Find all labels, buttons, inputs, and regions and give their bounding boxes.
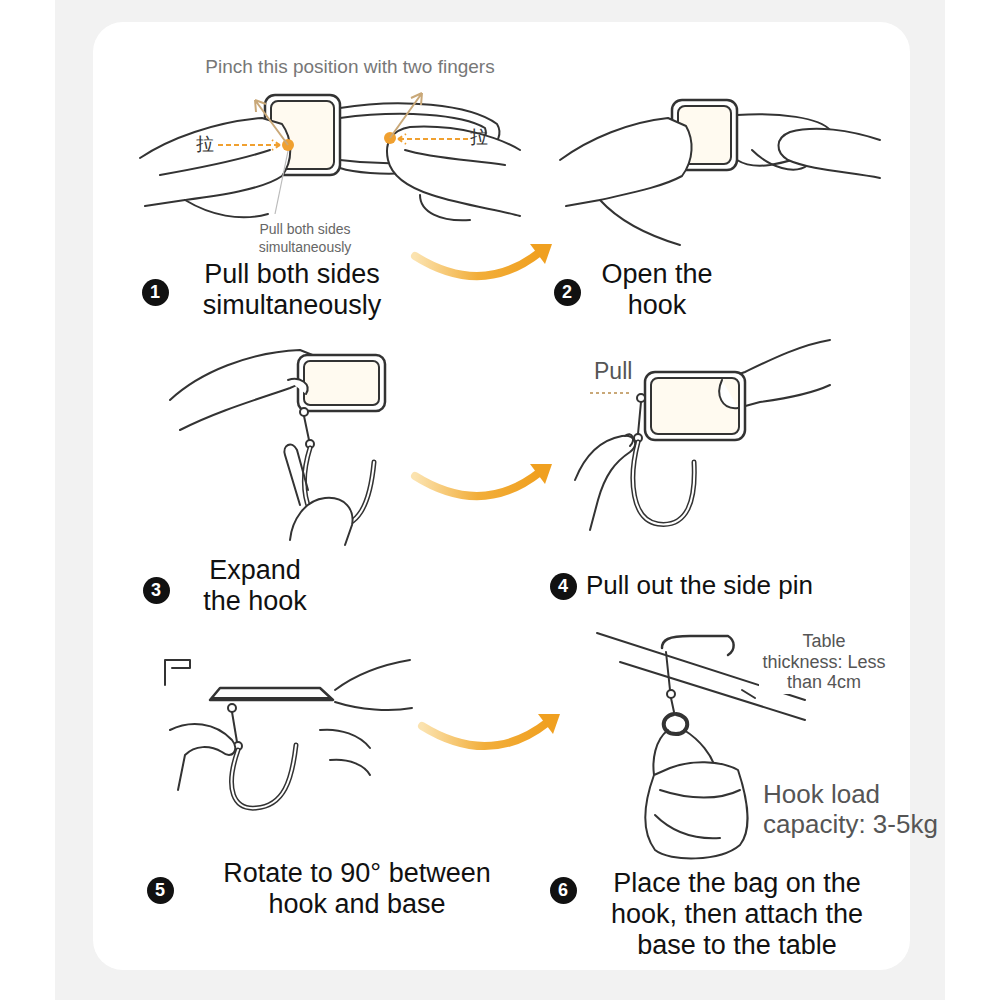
line-art [660, 790, 740, 798]
callout-number: 5 [147, 877, 174, 904]
line-art [560, 118, 692, 206]
step5-art [165, 660, 412, 808]
line-art [778, 129, 880, 178]
line-art [422, 722, 548, 746]
line-art [645, 762, 747, 858]
step-caption: Pull both sides simultaneously [185, 259, 400, 321]
line-art [255, 100, 288, 145]
note-label: Pull [594, 358, 632, 384]
line-art [667, 690, 675, 698]
line-art [275, 151, 288, 214]
callout-number: 4 [550, 573, 577, 600]
step1-art [140, 95, 520, 220]
line-art [638, 402, 641, 434]
note-label: Pull both sides simultaneously [240, 220, 370, 256]
line-art [228, 704, 236, 712]
line-art [335, 660, 412, 710]
line-art [160, 150, 270, 175]
line-art [405, 150, 505, 165]
line-art [719, 380, 738, 408]
line-art [671, 698, 674, 712]
line-art [655, 815, 720, 838]
step-caption: Open the hook [582, 259, 732, 321]
note-label: Pinch this position with two fingers [150, 56, 550, 78]
line-art [320, 730, 370, 775]
note-label: 拉 [470, 127, 488, 148]
line-art [662, 636, 734, 655]
line-art [304, 361, 379, 405]
step-arrows [415, 244, 560, 746]
line-art [390, 93, 422, 138]
line-art [415, 472, 540, 496]
callout-number: 6 [550, 877, 577, 904]
pull-arrow [590, 392, 632, 394]
line-art [600, 200, 680, 245]
line-art [232, 745, 296, 808]
line-art [651, 378, 739, 434]
step-caption: Hook load capacity: 3-5kg [763, 780, 958, 840]
line-art [666, 652, 670, 690]
line-art [288, 379, 308, 394]
line-art [530, 464, 552, 484]
step1-marks [218, 93, 468, 214]
line-art [633, 442, 694, 524]
line-art [625, 434, 633, 446]
note-label: 拉 [196, 134, 214, 155]
line-art [415, 252, 540, 276]
line-art [170, 724, 235, 790]
line-art [538, 714, 560, 734]
step2-art [560, 100, 880, 245]
line-art [165, 660, 190, 685]
callout-number: 3 [143, 577, 170, 604]
line-art [212, 697, 330, 699]
line-art [742, 690, 755, 698]
line-art [218, 140, 280, 150]
line-art [530, 244, 552, 264]
line-art [185, 200, 268, 217]
line-art [420, 195, 470, 220]
callout-number: 1 [142, 279, 169, 306]
line-art [140, 118, 290, 206]
line-art [210, 688, 333, 700]
callout-number: 2 [554, 279, 581, 306]
step4-art [575, 340, 830, 530]
line-art [575, 436, 635, 530]
line-art [284, 445, 308, 505]
line-art [298, 355, 385, 411]
line-art [304, 416, 309, 440]
line-art [232, 712, 237, 742]
line-art [633, 442, 694, 524]
line-art [637, 394, 645, 402]
line-art [232, 745, 296, 808]
step-caption: Pull out the side pin [586, 571, 813, 601]
line-art [300, 408, 308, 416]
line-art [645, 372, 745, 440]
step-caption: Rotate to 90° between hook and base [197, 858, 517, 920]
step-caption: Expand the hook [195, 555, 315, 617]
note-label: Table thickness: Less than 4cm [759, 630, 889, 694]
step3-art [170, 350, 385, 545]
background-band [55, 0, 945, 1000]
line-art [398, 134, 468, 144]
step-caption: Place the bag on the hook, then attach t… [587, 868, 887, 961]
line-art [387, 127, 520, 216]
